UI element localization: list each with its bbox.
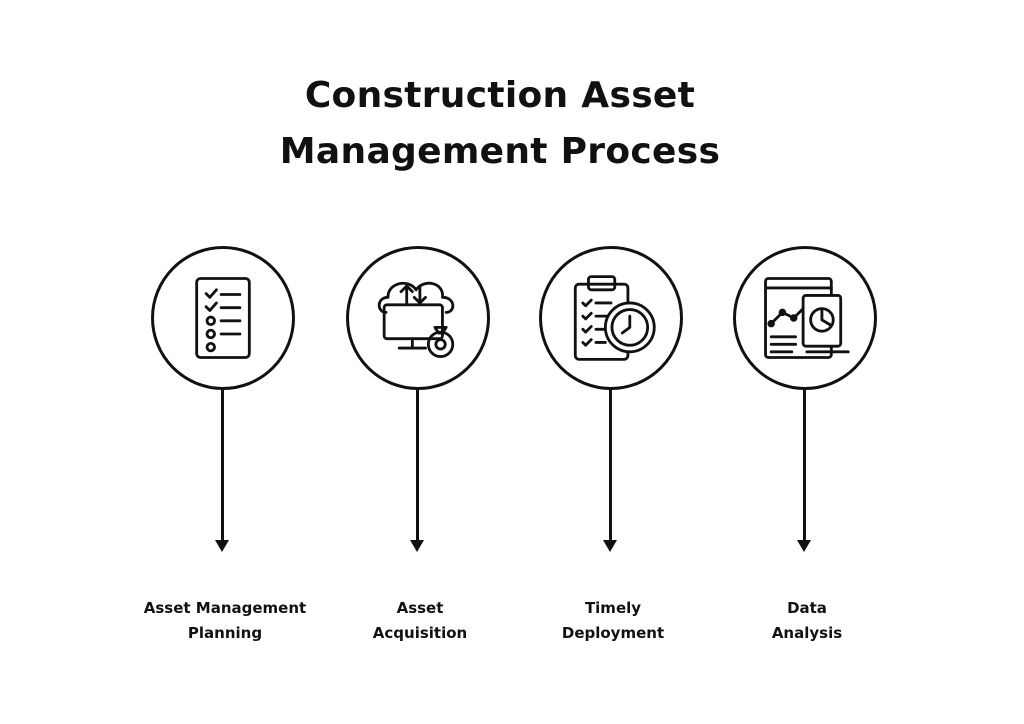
step-icon-circle	[539, 246, 683, 390]
step-label: Timely Deployment	[513, 596, 713, 646]
checklist-icon	[195, 277, 251, 359]
step-label: Asset Management Planning	[125, 596, 325, 646]
step-icon-circle	[151, 246, 295, 390]
arrow-down-icon	[797, 540, 811, 552]
step-label-line-2: Deployment	[561, 624, 665, 642]
process-step-data-analysis: Data Analysis	[707, 0, 907, 724]
step-label: Asset Acquisition	[320, 596, 520, 646]
step-icon-circle	[346, 246, 490, 390]
connector-line	[416, 390, 419, 542]
process-step-deployment: Timely Deployment	[513, 0, 713, 724]
connector-line	[803, 390, 806, 542]
process-step-planning: Asset Management Planning	[125, 0, 325, 724]
step-label-line-2: Analysis	[771, 624, 843, 642]
step-label-line-1: Asset Management	[143, 599, 307, 617]
step-label-line-1: Timely	[584, 599, 642, 617]
step-label-line-1: Asset	[396, 599, 444, 617]
cloud-computer-money-gear-icon	[377, 281, 455, 358]
page-title-line-1: Construction Asset	[304, 75, 696, 116]
process-step-acquisition: Asset Acquisition	[320, 0, 520, 724]
page-title-line-2: Management Process	[279, 131, 721, 172]
connector-line	[609, 390, 612, 542]
clipboard-clock-icon	[573, 275, 656, 361]
arrow-down-icon	[603, 540, 617, 552]
analytics-report-icon	[764, 277, 850, 359]
page-title: Construction Asset Management Process	[0, 68, 1000, 180]
connector-line	[221, 390, 224, 542]
step-label-line-1: Data	[787, 599, 827, 617]
arrow-down-icon	[410, 540, 424, 552]
arrow-down-icon	[215, 540, 229, 552]
step-icon-circle	[733, 246, 877, 390]
step-label-line-2: Planning	[187, 624, 263, 642]
step-label-line-2: Acquisition	[372, 624, 468, 642]
step-label: Data Analysis	[707, 596, 907, 646]
